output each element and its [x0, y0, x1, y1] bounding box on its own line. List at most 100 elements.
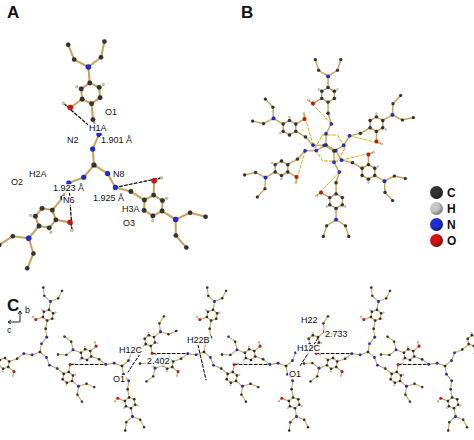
atom [288, 119, 291, 122]
atom [401, 118, 404, 121]
atom [151, 352, 154, 355]
atom-label: 1.901 Å [100, 136, 133, 145]
atom [407, 348, 410, 351]
atom [395, 348, 398, 351]
atom [123, 407, 125, 409]
atom [290, 388, 293, 391]
legend-text: N [447, 219, 456, 231]
atom [427, 363, 430, 366]
atom [344, 357, 347, 360]
atom [334, 207, 337, 210]
atom [57, 353, 59, 355]
atom [447, 429, 449, 431]
atom [412, 350, 415, 353]
atom [0, 243, 2, 247]
atom [373, 174, 376, 177]
legend-text: H [447, 203, 456, 215]
atom [163, 315, 165, 317]
atom [225, 290, 227, 292]
atom [25, 266, 29, 270]
atom [155, 354, 157, 356]
atom [272, 117, 276, 121]
atom [205, 309, 207, 311]
atom [210, 319, 213, 322]
atom [274, 163, 277, 166]
atom [124, 400, 127, 403]
atom [236, 374, 239, 377]
atom [330, 122, 334, 126]
hydrogen-bond [315, 135, 323, 148]
atom [254, 355, 257, 358]
atom [401, 363, 403, 365]
atom [341, 370, 344, 373]
atom [70, 340, 72, 342]
atom-label: H3A [121, 205, 141, 214]
atom [39, 351, 42, 354]
atom [340, 375, 342, 377]
atom [348, 134, 352, 138]
atom [360, 316, 362, 318]
atom [236, 348, 239, 351]
atom [125, 421, 127, 423]
atom [303, 117, 307, 121]
atom [12, 375, 14, 377]
atom [315, 149, 319, 153]
atom [344, 224, 347, 227]
atom [91, 117, 96, 122]
atom [40, 206, 45, 211]
atom [344, 206, 346, 208]
atom [159, 330, 162, 333]
atom [61, 290, 63, 292]
atom [2, 368, 5, 371]
atom [327, 359, 330, 362]
atom [288, 429, 290, 431]
atom [75, 374, 77, 376]
atom [221, 297, 223, 299]
atom [307, 426, 309, 428]
atom-label: O1 [104, 108, 118, 117]
atom [102, 39, 106, 43]
atom [72, 57, 76, 61]
atom [26, 236, 31, 241]
atom [454, 415, 457, 418]
panel-letter: A [6, 4, 20, 21]
atom [253, 350, 256, 353]
atom [264, 176, 268, 180]
atom [97, 85, 102, 90]
atom [127, 379, 130, 382]
atom [160, 198, 165, 203]
atom [102, 83, 105, 86]
atom [396, 371, 399, 374]
atom [128, 189, 133, 194]
atom [289, 421, 291, 423]
atom [29, 214, 32, 217]
atom [342, 144, 346, 148]
atom [212, 309, 215, 312]
atom [417, 341, 419, 343]
atom [32, 316, 34, 318]
atom [332, 357, 335, 360]
atom [268, 363, 271, 366]
atom [73, 363, 75, 365]
atom [330, 371, 332, 373]
atom [116, 397, 119, 400]
atom [128, 396, 131, 399]
atom [4, 357, 7, 360]
atom [52, 312, 55, 315]
atom [165, 197, 168, 200]
atom [319, 191, 323, 195]
atom [45, 356, 48, 359]
atom [370, 286, 372, 288]
atom-label: H12C [118, 346, 143, 355]
atom [49, 231, 52, 234]
atom [2, 371, 4, 373]
atom [324, 132, 328, 136]
hydrogen-bond [308, 100, 331, 124]
atom [394, 384, 396, 386]
atom [209, 356, 212, 359]
atom [381, 119, 384, 122]
atom [471, 332, 473, 334]
atom [55, 312, 57, 314]
atom [87, 81, 92, 86]
atom [72, 374, 75, 377]
